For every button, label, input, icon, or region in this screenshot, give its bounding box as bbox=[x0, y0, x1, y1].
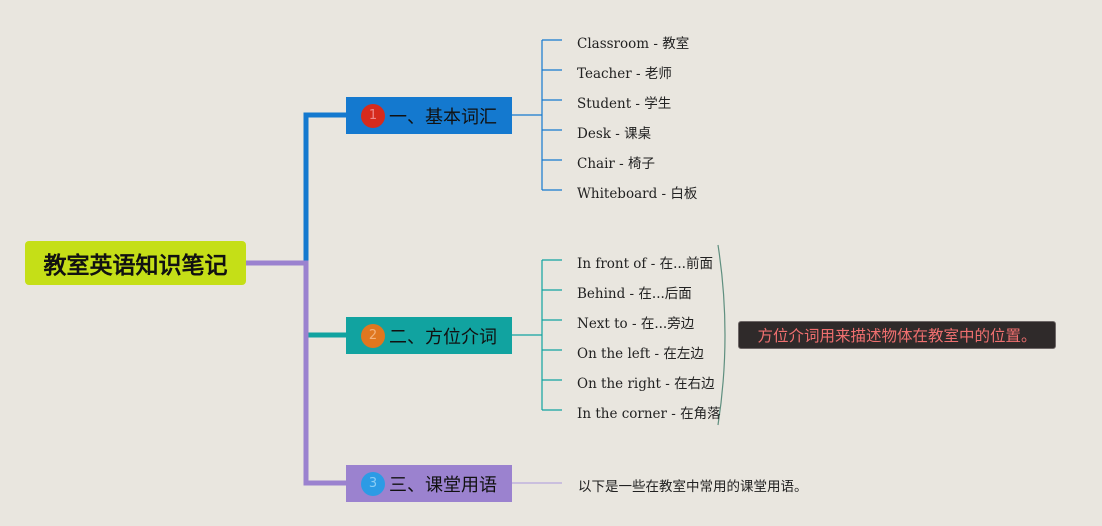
leaf-node[interactable]: Chair - 椅子 bbox=[577, 156, 655, 172]
leaf-node[interactable]: Whiteboard - 白板 bbox=[577, 186, 698, 202]
link-branch-1 bbox=[246, 112, 346, 266]
link-branch-3 bbox=[246, 260, 346, 486]
leaf-node[interactable]: Classroom - 教室 bbox=[577, 36, 690, 52]
leaf-node[interactable]: Student - 学生 bbox=[577, 96, 672, 112]
root-title: 教室英语知识笔记 bbox=[43, 253, 228, 279]
leaf-node[interactable]: Next to - 在...旁边 bbox=[577, 316, 695, 332]
summary-brace bbox=[717, 244, 726, 426]
branch-label: 三、课堂用语 bbox=[389, 474, 497, 496]
leaf-node[interactable]: In the corner - 在角落 bbox=[577, 406, 721, 422]
note-node[interactable]: 以下是一些在教室中常用的课堂用语。 bbox=[578, 479, 808, 495]
leaf-links-1 bbox=[512, 39, 562, 191]
branch-node-classroom-phrases[interactable]: 3 三、课堂用语 bbox=[346, 465, 512, 502]
branch-label: 一、基本词汇 bbox=[389, 106, 497, 128]
leaf-node[interactable]: On the right - 在右边 bbox=[577, 376, 715, 392]
leaf-node[interactable]: Behind - 在...后面 bbox=[577, 286, 692, 302]
leaf-node[interactable]: In front of - 在...前面 bbox=[577, 256, 713, 272]
link-branch-2 bbox=[303, 263, 346, 338]
root-node[interactable]: 教室英语知识笔记 bbox=[25, 241, 246, 285]
number-badge: 1 bbox=[361, 103, 385, 128]
summary-node[interactable]: 方位介词用来描述物体在教室中的位置。 bbox=[738, 321, 1056, 349]
number-badge: 2 bbox=[361, 323, 385, 348]
branch-label: 二、方位介词 bbox=[389, 326, 497, 348]
leaf-links-2 bbox=[512, 259, 562, 411]
leaf-node[interactable]: Teacher - 老师 bbox=[577, 66, 672, 82]
number-badge: 3 bbox=[361, 471, 385, 496]
leaf-node[interactable]: Desk - 课桌 bbox=[577, 126, 652, 142]
branch-node-prepositions[interactable]: 2 二、方位介词 bbox=[346, 317, 512, 354]
branch-node-vocabulary[interactable]: 1 一、基本词汇 bbox=[346, 97, 512, 134]
leaf-node[interactable]: On the left - 在左边 bbox=[577, 346, 704, 362]
